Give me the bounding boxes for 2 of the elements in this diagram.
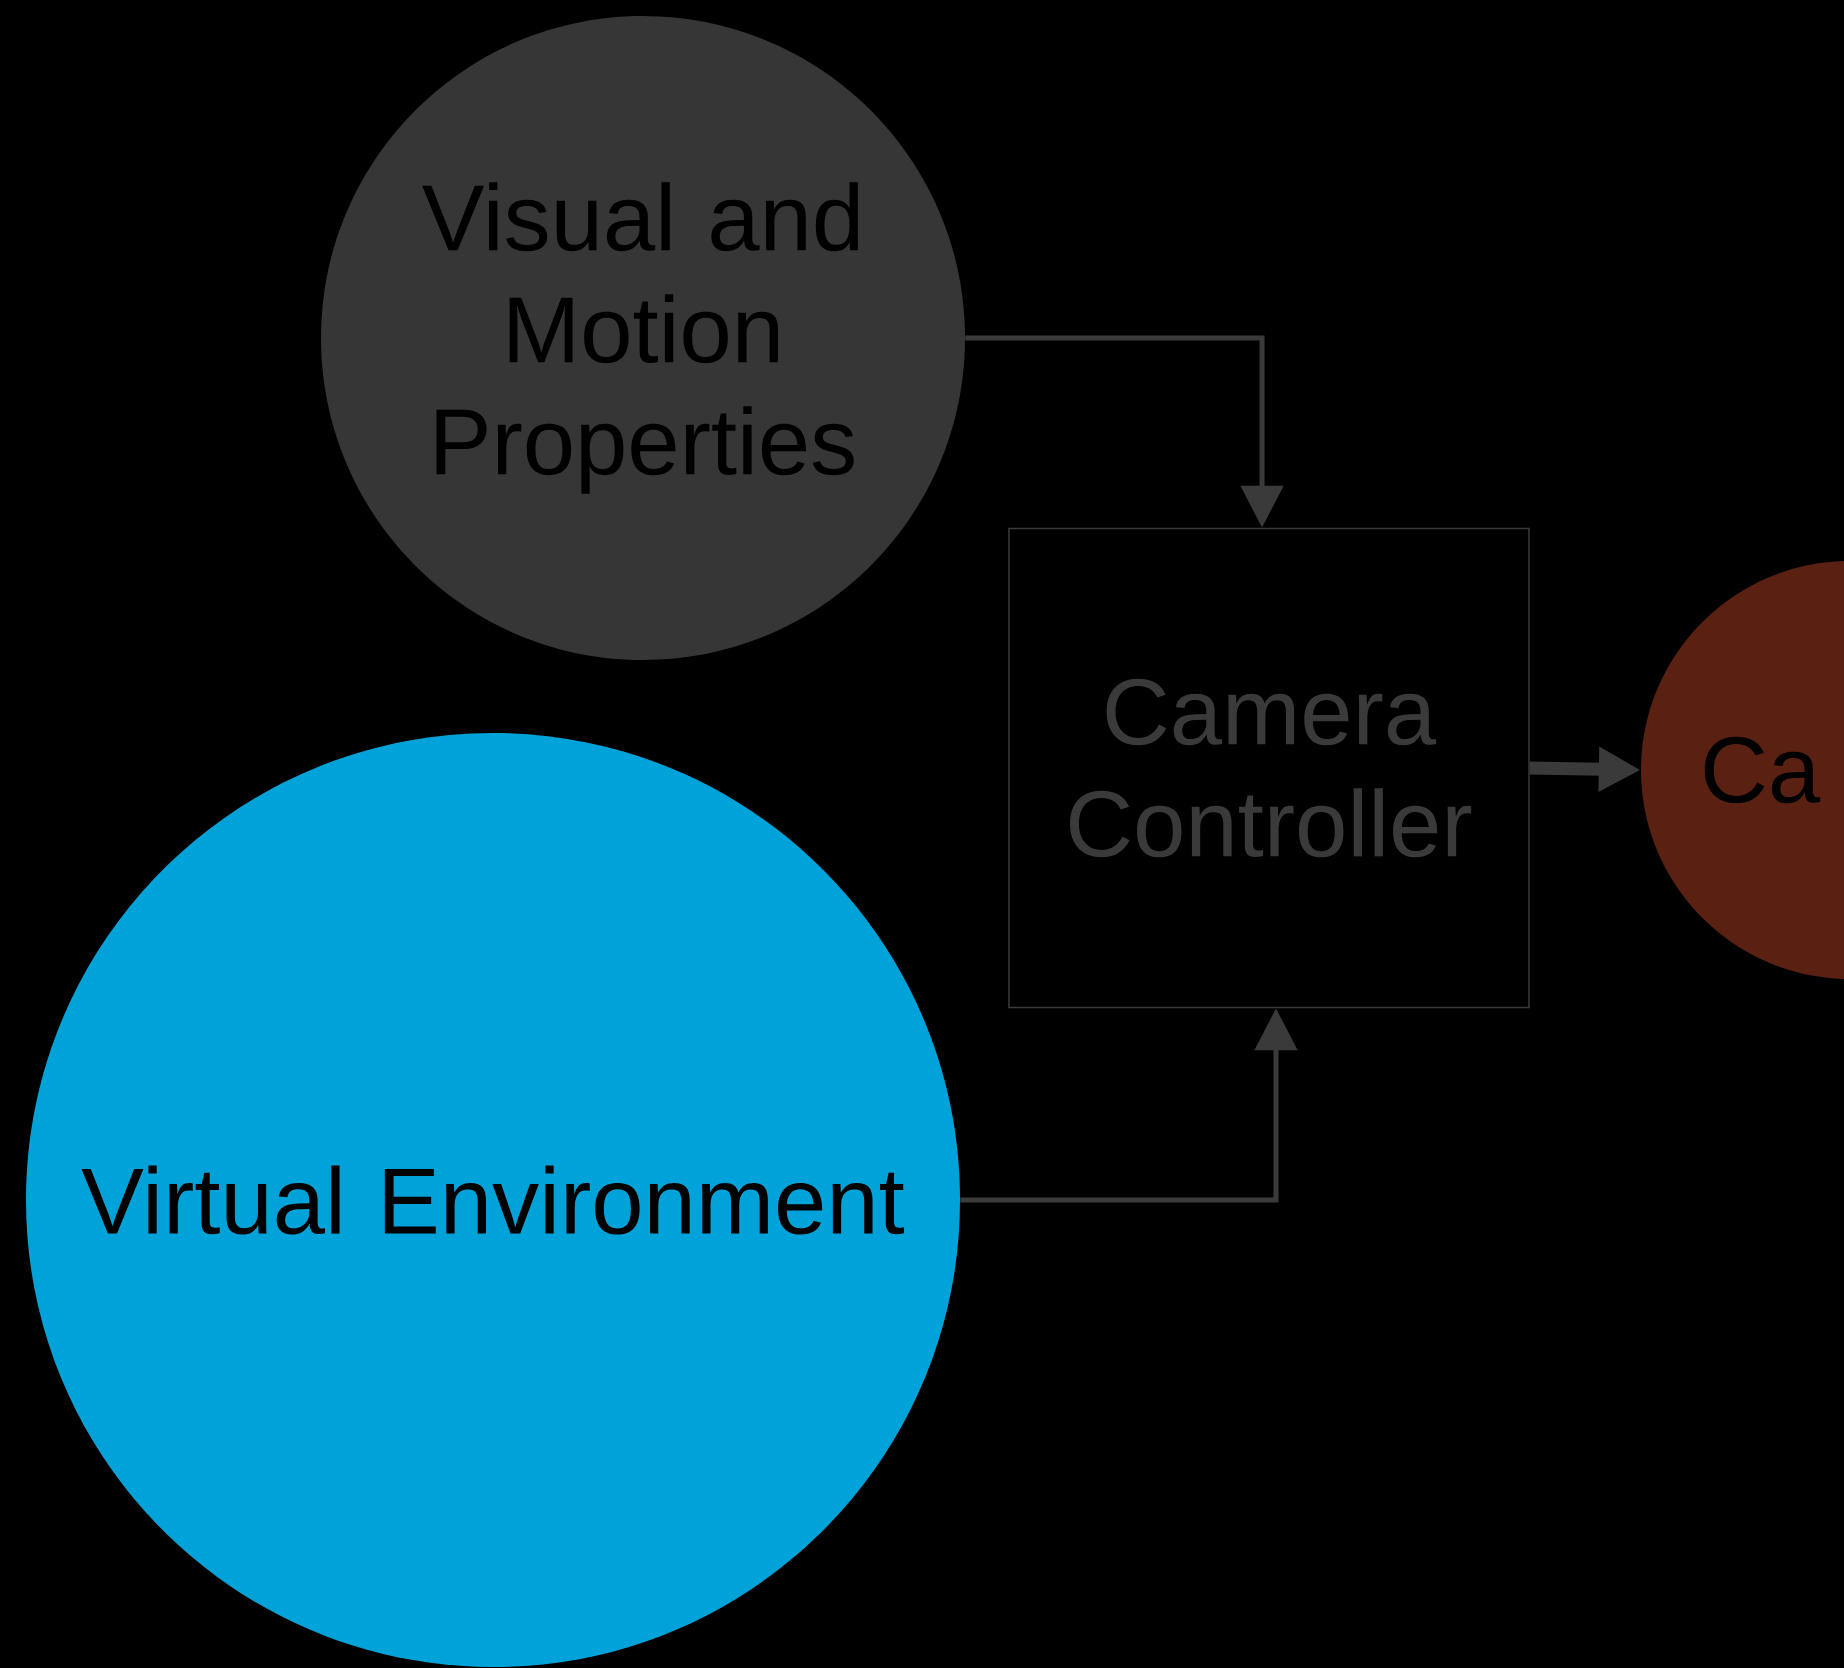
- circle-node: Virtual Environment: [26, 733, 960, 1667]
- process-box: Camera Controller: [1008, 527, 1530, 1009]
